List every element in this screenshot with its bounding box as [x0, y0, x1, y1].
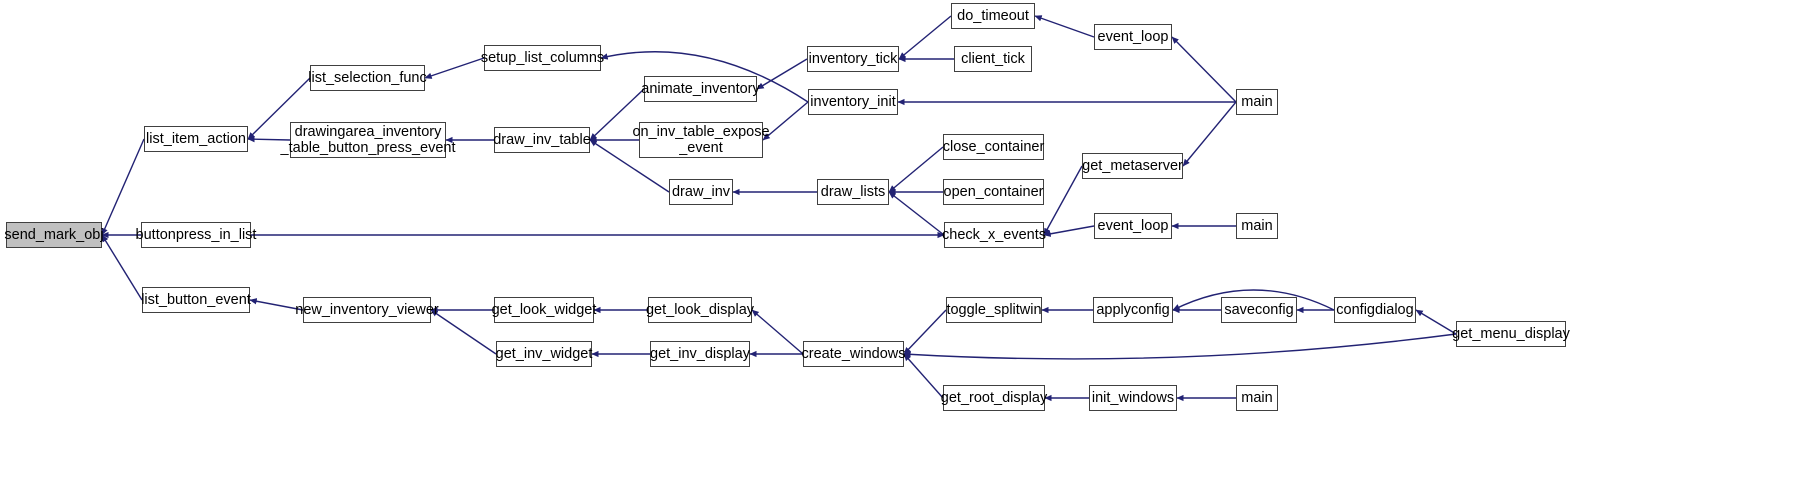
graph-node-inventory-init[interactable]: inventory_init [808, 89, 898, 115]
graph-node-new-inventory-viewer[interactable]: new_inventory_viewer [295, 297, 439, 323]
graph-node-get-menu-display[interactable]: get_menu_display [1452, 321, 1570, 347]
graph-node-do-timeout[interactable]: do_timeout [951, 3, 1035, 29]
edge-list_item_action-to-send_mark_obj [101, 138, 145, 236]
graph-node-draw-lists[interactable]: draw_lists [817, 179, 889, 205]
graph-node-draw-inv-table[interactable]: draw_inv_table [493, 127, 591, 153]
edge-get_metaserver-to-check_x_events [1043, 165, 1083, 236]
graph-node-get-look-widget[interactable]: get_look_widget [492, 297, 596, 323]
graph-node-main-mid[interactable]: main [1236, 213, 1278, 239]
graph-node-buttonpress-in-list[interactable]: buttonpress_in_list [136, 222, 256, 248]
graph-node-list-selection-func[interactable]: list_selection_func [308, 65, 427, 91]
graph-node-create-windows[interactable]: create_windows [802, 341, 906, 367]
graph-node-close-container[interactable]: close_container [943, 134, 1044, 160]
graph-node-drawingarea-inventory-table-button-press-event[interactable]: drawingarea_inventory _table_button_pres… [280, 122, 456, 158]
edge-main_top-to-get_metaserver [1182, 101, 1237, 167]
graph-node-animate-inventory[interactable]: animate_inventory [641, 76, 760, 102]
edge-do_timeout-to-inventory_tick [898, 15, 952, 60]
edge-main_top-to-event_loop_top [1171, 36, 1237, 103]
graph-node-configdialog[interactable]: configdialog [1334, 297, 1416, 323]
graph-node-send-mark-obj[interactable]: send_mark_obj [4, 222, 104, 248]
graph-node-check-x-events[interactable]: check_x_events [942, 222, 1046, 248]
edge-close_container-to-draw_lists [888, 146, 944, 193]
graph-node-applyconfig[interactable]: applyconfig [1093, 297, 1173, 323]
graph-node-get-root-display[interactable]: get_root_display [941, 385, 1047, 411]
graph-node-get-inv-widget[interactable]: get_inv_widget [496, 341, 592, 367]
graph-node-draw-inv[interactable]: draw_inv [669, 179, 733, 205]
edge-get_menu_display-to-create_windows [903, 333, 1457, 360]
graph-node-open-container[interactable]: open_container [943, 179, 1044, 205]
graph-node-main-bottom[interactable]: main [1236, 385, 1278, 411]
edge-event_loop_top-to-do_timeout [1034, 15, 1095, 38]
graph-node-on-inv-table-expose-event[interactable]: on_inv_table_expose _event [632, 122, 770, 158]
edge-inventory_tick-to-animate_inventory [756, 58, 808, 90]
edge-create_windows-to-get_look_display [751, 309, 804, 355]
graph-node-client-tick[interactable]: client_tick [954, 46, 1032, 72]
edge-setup_list_columns-to-list_selection_func [424, 57, 485, 79]
edge-toggle_splitwin-to-create_windows [903, 309, 947, 355]
edge-paths [101, 15, 1457, 402]
graph-node-list-button-event[interactable]: list_button_event [141, 287, 251, 313]
edge-get_root_display-to-create_windows [903, 353, 944, 399]
graph-node-main-top[interactable]: main [1236, 89, 1278, 115]
graph-node-init-windows[interactable]: init_windows [1089, 385, 1177, 411]
graph-node-saveconfig[interactable]: saveconfig [1221, 297, 1297, 323]
graph-node-event-loop-mid[interactable]: event_loop [1094, 213, 1172, 239]
edge-get_menu_display-to-configdialog [1415, 309, 1457, 335]
graph-node-inventory-tick[interactable]: inventory_tick [807, 46, 899, 72]
graph-node-toggle-splitwin[interactable]: toggle_splitwin [946, 297, 1042, 323]
edge-list_button_event-to-send_mark_obj [101, 234, 143, 301]
edge-inventory_init-to-on_inv_table_expose_event [762, 101, 809, 141]
graph-node-setup-list-columns[interactable]: setup_list_columns [481, 45, 604, 71]
graph-node-get-metaserver[interactable]: get_metaserver [1082, 153, 1183, 179]
edge-event_loop_mid-to-check_x_events [1043, 225, 1095, 237]
edge-check_x_events-to-draw_lists [888, 191, 945, 236]
graph-node-event-loop-top[interactable]: event_loop [1094, 24, 1172, 50]
graph-node-get-inv-display[interactable]: get_inv_display [650, 341, 750, 367]
edge-get_inv_widget-to-new_inventory_viewer [430, 309, 497, 355]
graph-node-list-item-action[interactable]: list_item_action [144, 126, 248, 152]
graph-node-get-look-display[interactable]: get_look_display [646, 297, 754, 323]
